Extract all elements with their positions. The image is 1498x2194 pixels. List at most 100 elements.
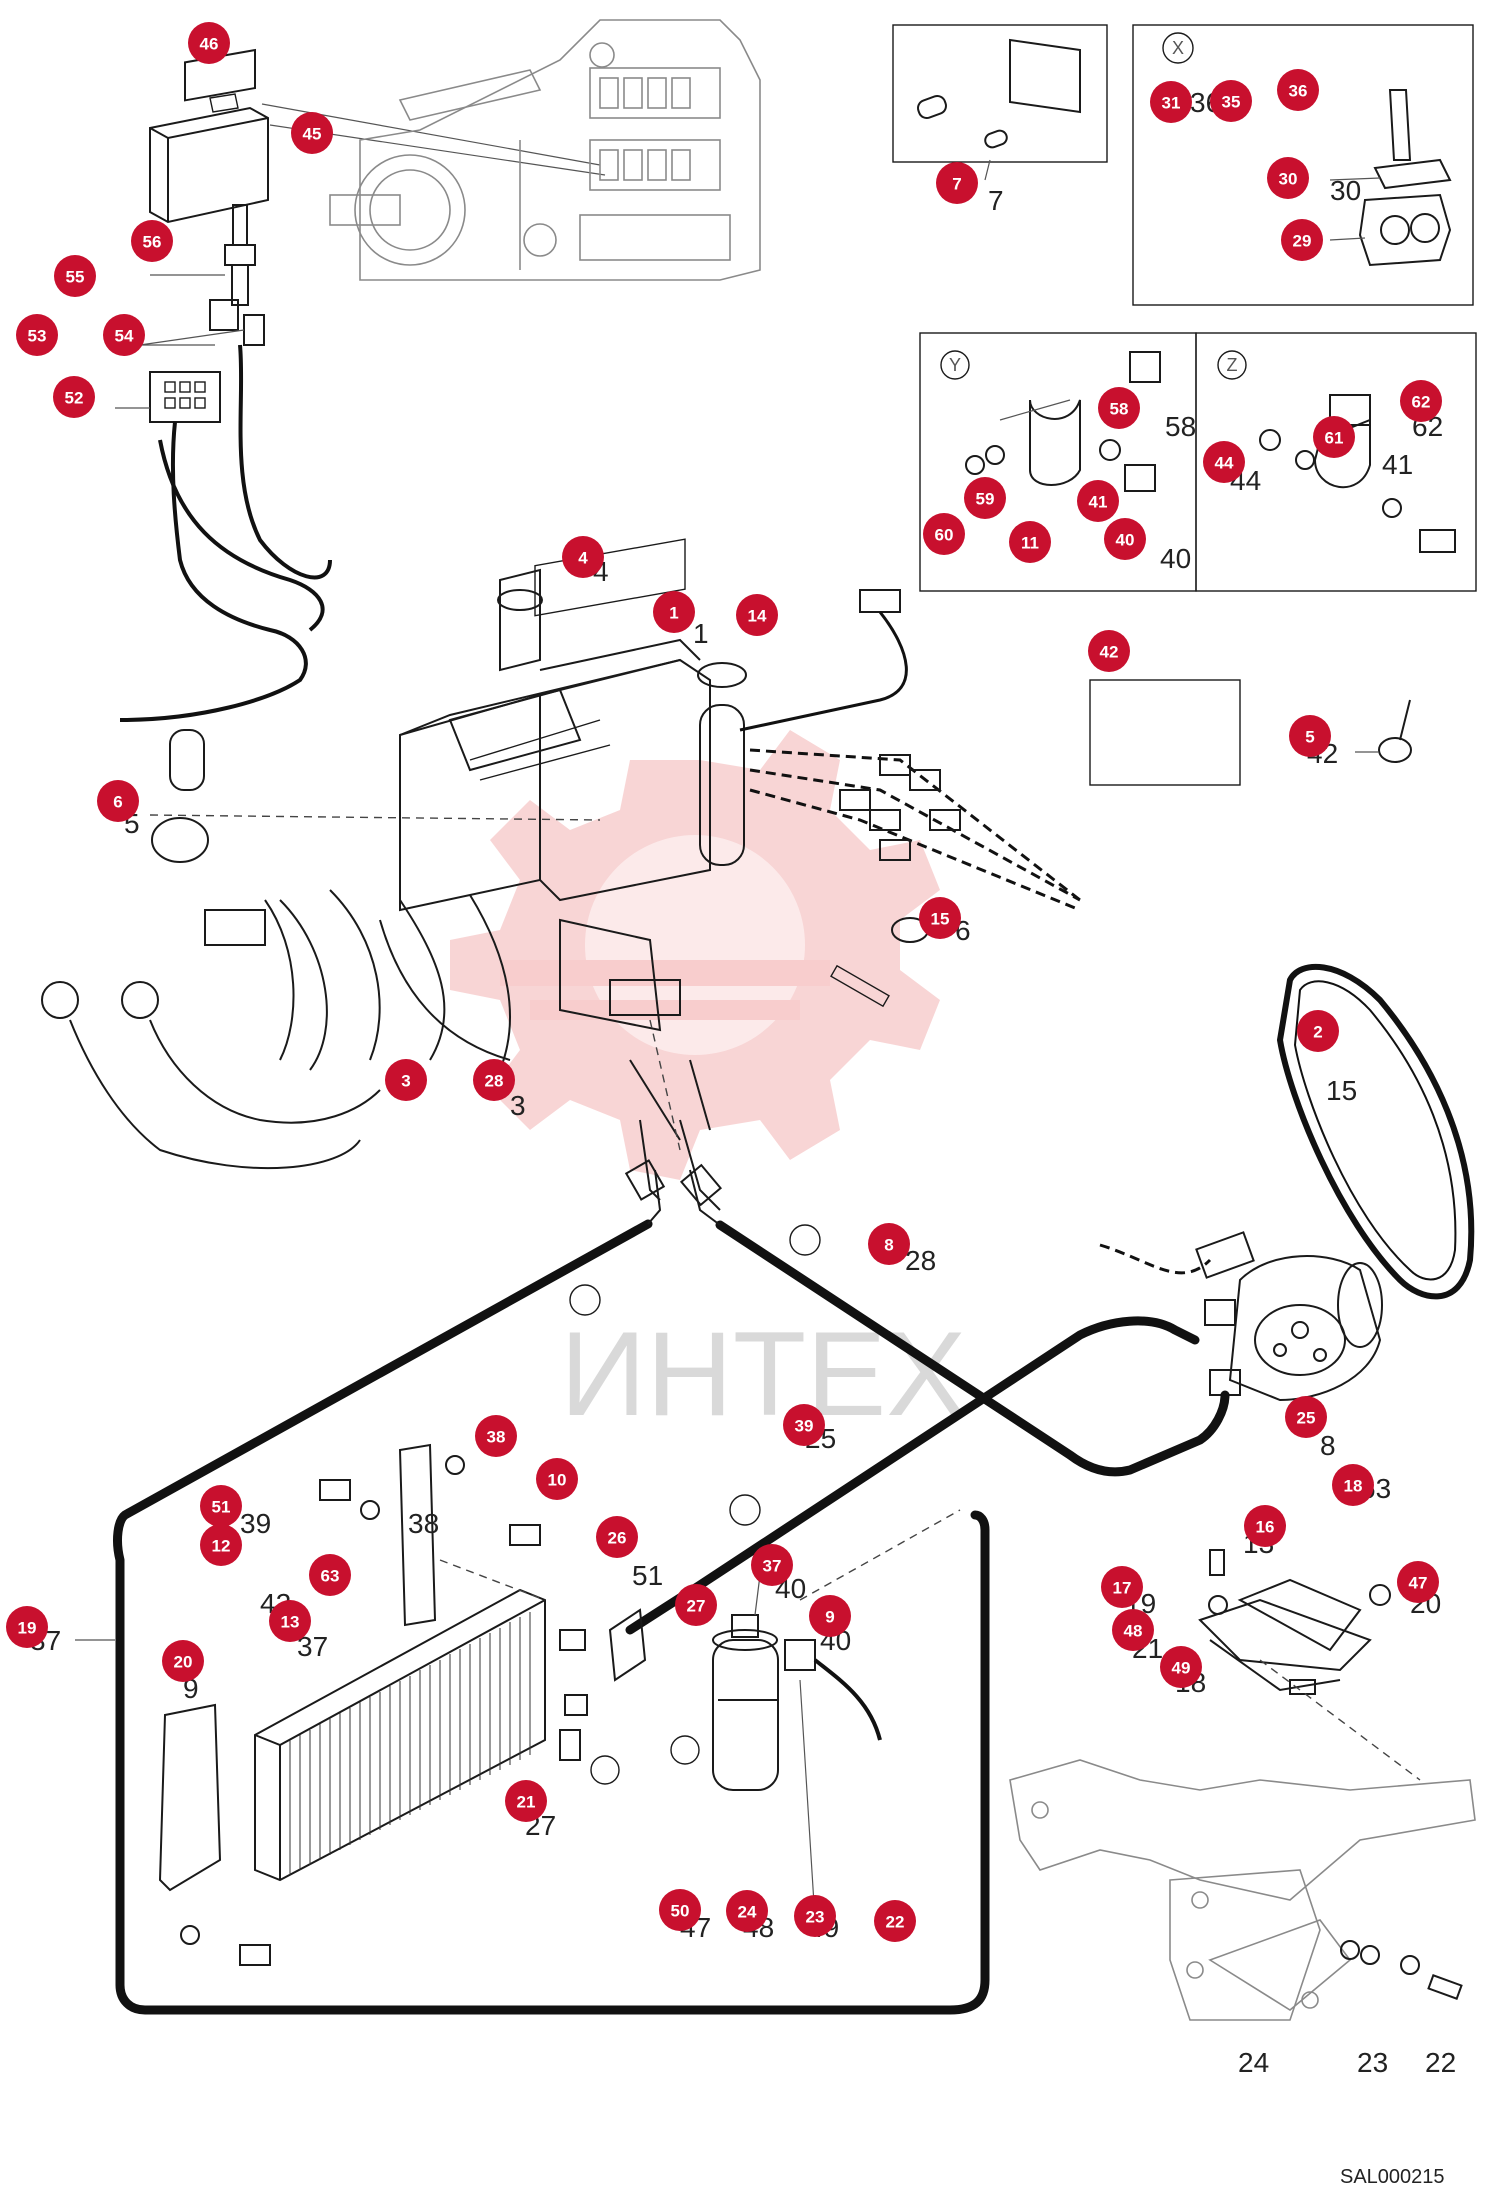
callout-badge-56: 56 xyxy=(131,220,173,262)
badge-circle xyxy=(675,1584,717,1626)
wiring-harness xyxy=(119,344,332,722)
badge-number: 37 xyxy=(763,1557,782,1576)
callout-badge-28: 28 xyxy=(473,1059,515,1101)
badge-number: 48 xyxy=(1124,1622,1143,1641)
badge-circle xyxy=(1210,80,1252,122)
callout-badge-13: 13 xyxy=(269,1600,311,1642)
badge-circle xyxy=(736,594,778,636)
badge-circle xyxy=(1112,1609,1154,1651)
box-view-y: Y 58 40 xyxy=(919,332,1197,592)
badge-circle xyxy=(103,314,145,356)
label-15: 15 xyxy=(1326,1075,1357,1106)
callout-badge-2: 2 xyxy=(1297,1010,1339,1052)
badge-number: 38 xyxy=(487,1428,506,1447)
badge-number: 61 xyxy=(1325,429,1344,448)
callout-badge-50: 50 xyxy=(659,1889,701,1931)
badge-circle xyxy=(659,1889,701,1931)
callout-badge-1: 1 xyxy=(653,591,695,633)
badge-circle xyxy=(1397,1561,1439,1603)
refrigerant-hoses xyxy=(113,1169,1230,2015)
badge-circle xyxy=(1101,1566,1143,1608)
label-8: 8 xyxy=(1320,1430,1336,1461)
badge-number: 40 xyxy=(1116,531,1135,550)
engine-mount-bracket: 24 23 22 xyxy=(1009,1659,1476,2078)
badge-circle xyxy=(54,255,96,297)
callout-badge-39: 39 xyxy=(783,1404,825,1446)
badge-number: 24 xyxy=(738,1903,757,1922)
badge-number: 11 xyxy=(1021,534,1039,553)
badge-number: 41 xyxy=(1089,493,1108,512)
spring-part xyxy=(830,964,890,1008)
badge-number: 9 xyxy=(825,1608,834,1627)
label-7: 7 xyxy=(988,185,1004,216)
badge-circle xyxy=(1313,416,1355,458)
box-view-z: Z 62 41 44 xyxy=(1195,332,1477,592)
badge-number: 47 xyxy=(1409,1574,1428,1593)
badge-number: 29 xyxy=(1293,232,1312,251)
callout-badge-37: 37 xyxy=(751,1544,793,1586)
badge-circle xyxy=(794,1895,836,1937)
badge-circle xyxy=(1267,157,1309,199)
callout-badge-3: 3 xyxy=(385,1059,427,1101)
ac-compressor: 8 15 xyxy=(1099,1075,1383,1461)
badge-number: 58 xyxy=(1110,400,1129,419)
label-3: 3 xyxy=(510,1090,526,1121)
part-14-box xyxy=(1089,679,1241,786)
callout-badge-19: 19 xyxy=(6,1606,48,1648)
callout-badge-22: 22 xyxy=(874,1900,916,1942)
badge-circle xyxy=(936,162,978,204)
badge-number: 13 xyxy=(281,1613,300,1632)
badge-number: 18 xyxy=(1344,1477,1363,1496)
hoses-part-2-3: 3 xyxy=(379,919,526,1121)
view-marker-x: X xyxy=(1172,38,1184,58)
badge-number: 17 xyxy=(1113,1579,1132,1598)
drive-belt xyxy=(1276,964,1475,1300)
label-22: 22 xyxy=(1425,2047,1456,2078)
callout-badge-62: 62 xyxy=(1400,380,1442,422)
condenser-bolts xyxy=(180,1455,541,1966)
callout-badge-54: 54 xyxy=(103,314,145,356)
callout-badge-8: 8 xyxy=(868,1223,910,1265)
badge-circle xyxy=(1332,1464,1374,1506)
badge-number: 45 xyxy=(303,125,322,144)
badge-number: 19 xyxy=(18,1619,37,1638)
badge-number: 35 xyxy=(1222,93,1241,112)
badge-number: 26 xyxy=(608,1529,627,1548)
callout-badge-23: 23 xyxy=(794,1895,836,1937)
badge-circle xyxy=(783,1404,825,1446)
callout-badge-44: 44 xyxy=(1203,441,1245,483)
badge-circle xyxy=(269,1600,311,1642)
label-40: 40 xyxy=(1160,543,1191,574)
badge-number: 53 xyxy=(28,327,47,346)
callout-badge-7: 7 xyxy=(936,162,978,204)
badge-circle xyxy=(188,22,230,64)
watermark-text: ИНТЕХ xyxy=(560,1307,966,1441)
badge-number: 55 xyxy=(66,268,85,287)
callout-badge-21: 21 xyxy=(505,1780,547,1822)
badge-circle xyxy=(726,1890,768,1932)
badge-circle xyxy=(596,1516,638,1558)
badge-circle xyxy=(97,780,139,822)
label-1: 1 xyxy=(693,618,709,649)
badge-number: 31 xyxy=(1162,94,1181,113)
heater-unit xyxy=(41,538,747,1211)
badge-number: 12 xyxy=(212,1537,231,1556)
view-marker-x-hose xyxy=(569,1224,821,1526)
callout-badge-9: 9 xyxy=(809,1595,851,1637)
badge-number: 4 xyxy=(578,549,588,568)
callout-badge-51: 51 xyxy=(200,1485,242,1527)
callout-badge-6: 6 xyxy=(97,780,139,822)
badge-number: 2 xyxy=(1313,1023,1322,1042)
badge-circle xyxy=(1009,521,1051,563)
badge-number: 15 xyxy=(931,910,950,929)
badge-circle xyxy=(53,376,95,418)
label-38-a: 38 xyxy=(408,1508,439,1539)
callout-badge-41: 41 xyxy=(1077,480,1119,522)
label-58: 58 xyxy=(1165,411,1196,442)
badge-number: 36 xyxy=(1289,82,1308,101)
multi-pin-plug xyxy=(115,371,221,423)
label-39-a: 39 xyxy=(240,1508,271,1539)
callout-badge-14: 14 xyxy=(736,594,778,636)
